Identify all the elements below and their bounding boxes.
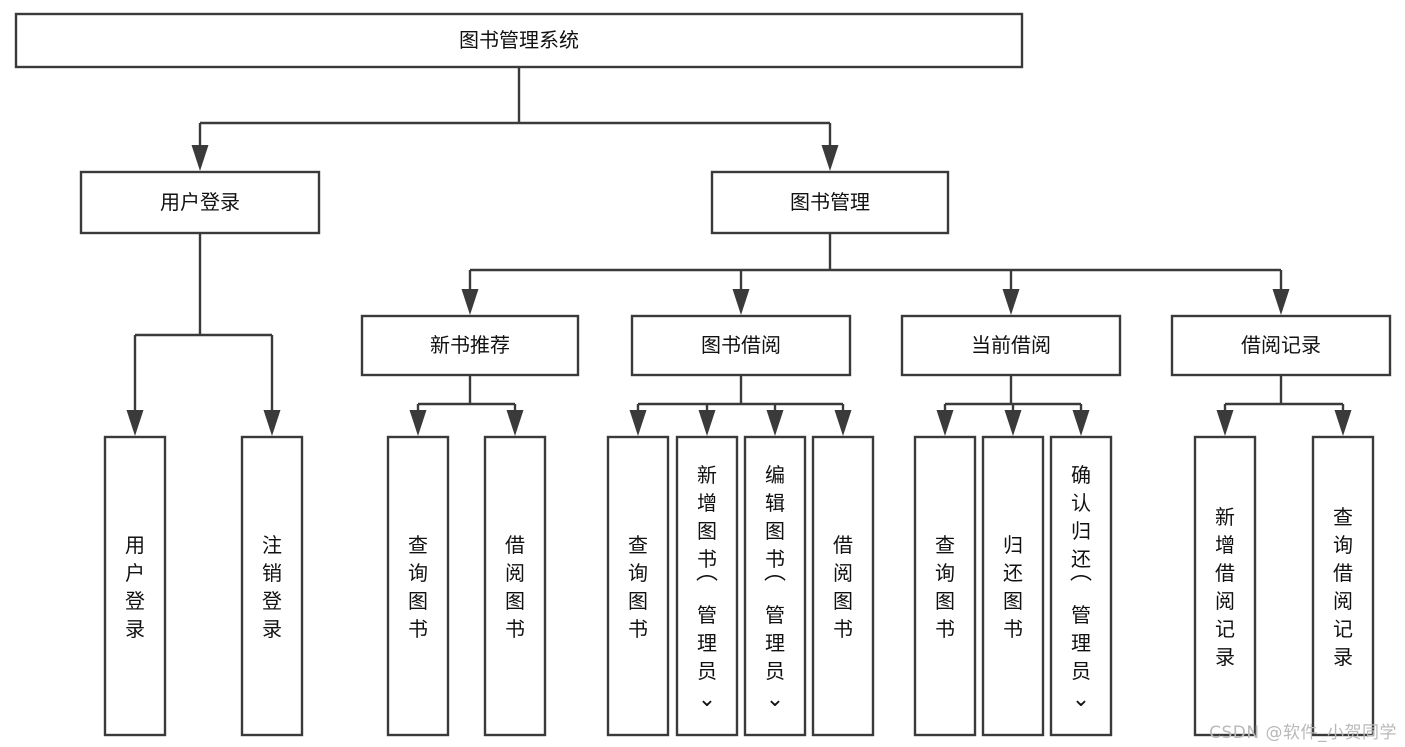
node-label-leaf-logout: 注销登录 <box>262 533 282 641</box>
node-label-current-borrow: 当前借阅 <box>971 333 1051 357</box>
node-root[interactable]: 图书管理系统 <box>14 12 1024 69</box>
node-box-current-borrow[interactable] <box>900 314 1122 377</box>
node-leaf-edit-book[interactable]: 编辑图书⌒管理员⌄ <box>743 435 807 737</box>
node-label-leaf-query-book-2: 查询图书 <box>628 533 648 641</box>
node-label-borrow-record: 借阅记录 <box>1241 333 1321 357</box>
node-leaf-add-book[interactable]: 新增图书⌒管理员⌄ <box>675 435 739 737</box>
node-box-leaf-borrow-book-2[interactable] <box>811 435 875 737</box>
connector-group <box>629 375 852 436</box>
connector-group <box>191 67 839 171</box>
node-box-root[interactable] <box>14 12 1024 69</box>
node-label-leaf-query-borrow-record: 查询借阅记录 <box>1333 505 1353 669</box>
node-label-leaf-query-book-3: 查询图书 <box>935 533 955 641</box>
node-label-book-borrow: 图书借阅 <box>701 333 781 357</box>
node-label-book-manage: 图书管理 <box>790 190 870 214</box>
node-box-borrow-record[interactable] <box>1170 314 1392 377</box>
node-leaf-user-login[interactable]: 用户登录 <box>103 435 167 737</box>
node-leaf-query-book-1[interactable]: 查询图书 <box>386 435 450 737</box>
node-box-book-borrow[interactable] <box>630 314 852 377</box>
connector-group <box>1216 375 1352 436</box>
connector-group <box>126 233 281 436</box>
node-new-book-recommend[interactable]: 新书推荐 <box>360 314 580 377</box>
node-label-leaf-borrow-book-2: 借阅图书 <box>833 533 853 641</box>
node-box-leaf-edit-book[interactable] <box>743 435 807 737</box>
node-box-leaf-add-borrow-record[interactable] <box>1193 435 1257 737</box>
connector-group <box>461 233 1290 315</box>
node-user-login[interactable]: 用户登录 <box>79 170 321 235</box>
node-label-leaf-confirm-return: 确认归还⌒管理员⌄ <box>1070 463 1092 712</box>
node-box-leaf-query-book-3[interactable] <box>913 435 977 737</box>
node-label-leaf-add-book: 新增图书⌒管理员⌄ <box>696 463 718 712</box>
node-leaf-borrow-book-1[interactable]: 借阅图书 <box>483 435 547 737</box>
node-label-user-login: 用户登录 <box>160 190 240 214</box>
node-box-leaf-borrow-book-1[interactable] <box>483 435 547 737</box>
node-leaf-confirm-return[interactable]: 确认归还⌒管理员⌄ <box>1049 435 1113 737</box>
node-label-leaf-edit-book: 编辑图书⌒管理员⌄ <box>764 463 786 712</box>
csdn-watermark: CSDN @软件_小贺同学 <box>1209 723 1397 743</box>
node-box-leaf-logout[interactable] <box>240 435 304 737</box>
node-box-leaf-user-login[interactable] <box>103 435 167 737</box>
node-book-manage[interactable]: 图书管理 <box>710 170 950 235</box>
node-label-root: 图书管理系统 <box>459 28 579 52</box>
node-leaf-query-book-3[interactable]: 查询图书 <box>913 435 977 737</box>
node-book-borrow[interactable]: 图书借阅 <box>630 314 852 377</box>
node-leaf-return-book[interactable]: 归还图书 <box>981 435 1045 737</box>
connector-group <box>409 375 524 436</box>
node-label-leaf-add-borrow-record: 新增借阅记录 <box>1215 505 1235 669</box>
node-leaf-add-borrow-record[interactable]: 新增借阅记录 <box>1193 435 1257 737</box>
node-leaf-borrow-book-2[interactable]: 借阅图书 <box>811 435 875 737</box>
node-box-leaf-add-book[interactable] <box>675 435 739 737</box>
node-leaf-logout[interactable]: 注销登录 <box>240 435 304 737</box>
node-layer: 图书管理系统用户登录图书管理新书推荐图书借阅当前借阅借阅记录用户登录注销登录查询… <box>14 12 1392 737</box>
node-box-book-manage[interactable] <box>710 170 950 235</box>
node-box-user-login[interactable] <box>79 170 321 235</box>
node-box-leaf-query-book-2[interactable] <box>606 435 670 737</box>
connector-layer <box>126 67 1352 436</box>
node-label-new-book-recommend: 新书推荐 <box>430 333 510 357</box>
node-label-leaf-return-book: 归还图书 <box>1003 533 1023 641</box>
node-borrow-record[interactable]: 借阅记录 <box>1170 314 1392 377</box>
node-box-leaf-query-book-1[interactable] <box>386 435 450 737</box>
node-leaf-query-borrow-record[interactable]: 查询借阅记录 <box>1311 435 1375 737</box>
node-current-borrow[interactable]: 当前借阅 <box>900 314 1122 377</box>
node-box-leaf-return-book[interactable] <box>981 435 1045 737</box>
node-box-leaf-confirm-return[interactable] <box>1049 435 1113 737</box>
node-leaf-query-book-2[interactable]: 查询图书 <box>606 435 670 737</box>
connector-group <box>936 375 1090 436</box>
node-label-leaf-query-book-1: 查询图书 <box>408 533 428 641</box>
node-box-new-book-recommend[interactable] <box>360 314 580 377</box>
node-box-leaf-query-borrow-record[interactable] <box>1311 435 1375 737</box>
node-label-leaf-borrow-book-1: 借阅图书 <box>505 533 525 641</box>
node-label-leaf-user-login: 用户登录 <box>125 533 145 641</box>
